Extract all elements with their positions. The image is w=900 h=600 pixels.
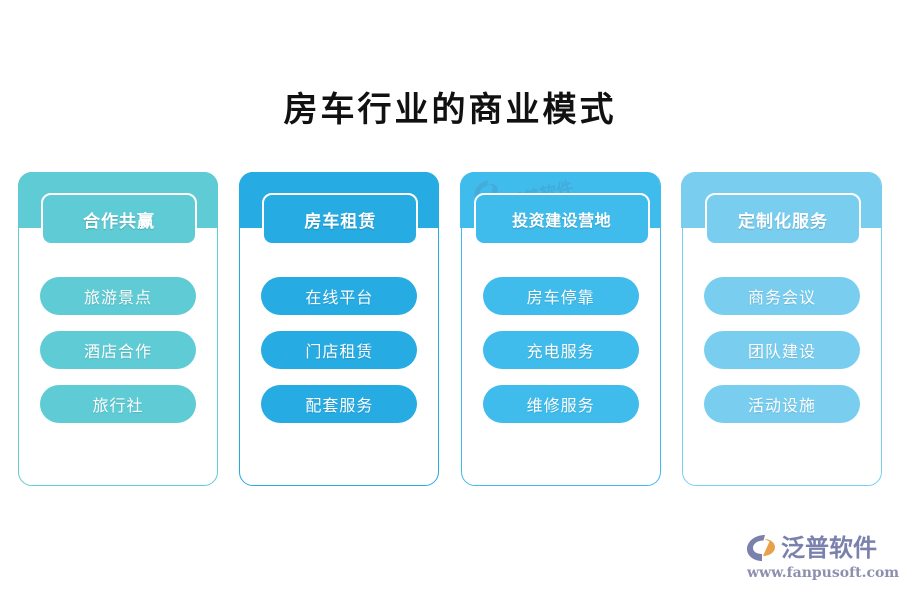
brand-logo: 泛普软件 www.fanpusoft.com [746, 534, 899, 586]
column-items-2: 在线平台 门店租赁 配套服务 [240, 277, 438, 423]
list-item[interactable]: 团队建设 [703, 331, 860, 369]
column-header-2[interactable]: 房车租赁 [262, 193, 419, 245]
page-title: 房车行业的商业模式 [283, 90, 617, 130]
brand-row: 泛普软件 [746, 534, 877, 562]
list-item[interactable]: 酒店合作 [40, 331, 196, 369]
list-item[interactable]: 充电服务 [482, 331, 639, 369]
brand-url: www.fanpusoft.com [747, 565, 900, 581]
column-card-1[interactable]: 合作共赢 旅游景点 酒店合作 旅行社 [17, 171, 218, 486]
column-header-4[interactable]: 定制化服务 [704, 193, 861, 245]
column-header-1[interactable]: 合作共赢 [41, 193, 197, 245]
list-item[interactable]: 房车停靠 [482, 277, 639, 315]
list-item[interactable]: 旅游景点 [40, 277, 196, 315]
brand-name: 泛普软件 [781, 533, 877, 562]
column-items-1: 旅游景点 酒店合作 旅行社 [19, 277, 217, 423]
column-card-2[interactable]: 房车租赁 在线平台 门店租赁 配套服务 [238, 171, 440, 486]
list-item[interactable]: 旅行社 [40, 385, 196, 423]
column-items-3: 房车停靠 充电服务 维修服务 [462, 277, 660, 423]
column-card-3[interactable]: 泛普软件 www.fanpusoft.com 投资建设营地 房车停靠 充电服务 … [460, 171, 661, 486]
list-item[interactable]: 商务会议 [703, 277, 860, 315]
list-item[interactable]: 门店租赁 [261, 331, 418, 369]
column-header-3[interactable]: 投资建设营地 [473, 193, 650, 245]
business-model-board: 合作共赢 旅游景点 酒店合作 旅行社 房车租赁 在线平台 门店租赁 配套服务 泛… [17, 171, 882, 486]
column-items-4: 商务会议 团队建设 活动设施 [683, 277, 881, 423]
brand-swoosh-icon [747, 535, 775, 561]
column-card-4[interactable]: 定制化服务 商务会议 团队建设 活动设施 [681, 171, 882, 486]
list-item[interactable]: 活动设施 [703, 385, 860, 423]
list-item[interactable]: 维修服务 [482, 385, 639, 423]
list-item[interactable]: 在线平台 [261, 277, 418, 315]
list-item[interactable]: 配套服务 [261, 385, 418, 423]
